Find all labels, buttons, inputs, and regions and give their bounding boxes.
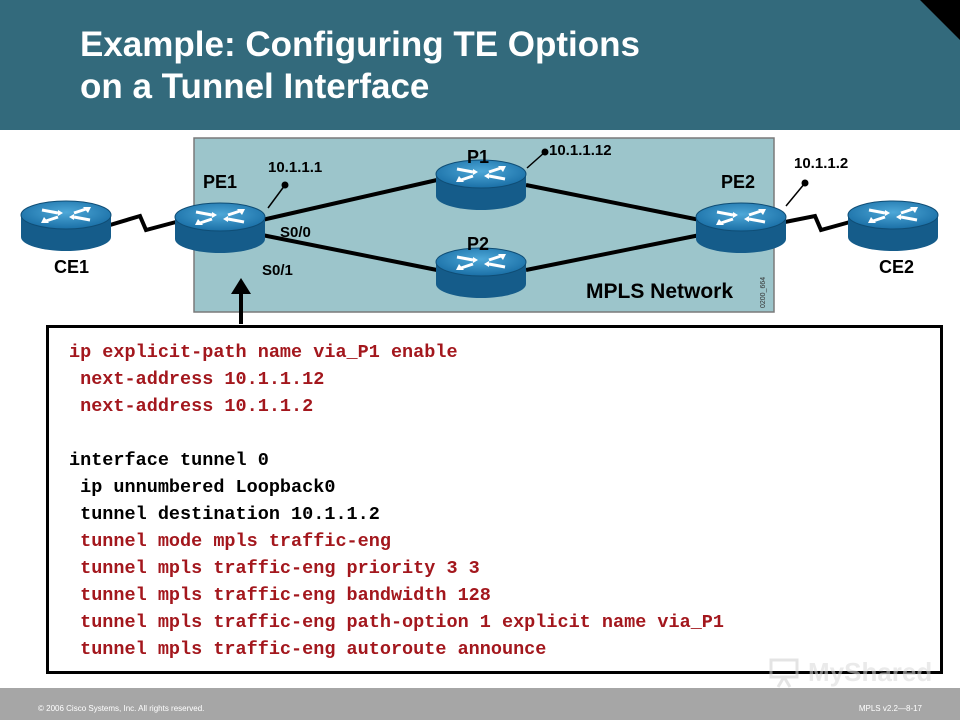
label-p1: P1 <box>467 147 489 167</box>
copyright-text: © 2006 Cisco Systems, Inc. All rights re… <box>38 704 205 713</box>
router-pe2-icon <box>694 201 788 255</box>
address-pe1: 10.1.1.1 <box>268 159 322 176</box>
corner-decoration <box>920 0 960 40</box>
interface-s00: S0/0 <box>280 224 311 241</box>
title-bar: Example: Configuring TE Options on a Tun… <box>0 0 960 130</box>
link-pe1-p2 <box>261 233 438 272</box>
pointer-dot-p1 <box>541 148 549 156</box>
interface-s01: S0/1 <box>262 262 293 279</box>
config-line: tunnel mpls traffic-eng priority 3 3 <box>69 558 480 579</box>
link-ce1-pe1 <box>109 213 177 233</box>
link-p2-pe2 <box>525 233 701 272</box>
config-arrow-head <box>231 278 251 294</box>
footer-bar: © 2006 Cisco Systems, Inc. All rights re… <box>0 688 960 720</box>
address-p1: 10.1.1.12 <box>549 142 612 159</box>
label-pe2: PE2 <box>721 172 755 192</box>
config-line: tunnel mode mpls traffic-eng <box>69 531 391 552</box>
config-line: next-address 10.1.1.12 <box>69 369 325 390</box>
watermark-text: MyShared <box>808 657 933 687</box>
slide-title-line2: on a Tunnel Interface <box>80 67 430 106</box>
label-ce2: CE2 <box>879 257 914 277</box>
router-p1-icon <box>434 158 528 212</box>
course-code: MPLS v2.2—8-17 <box>858 704 922 713</box>
pointer-dot-pe1 <box>281 181 289 189</box>
config-code-box: ip explicit-path name via_P1 enable next… <box>46 325 943 674</box>
config-line: ip unnumbered Loopback0 <box>69 477 336 498</box>
link-p1-pe2 <box>525 183 701 222</box>
config-line: next-address 10.1.1.2 <box>69 396 314 417</box>
slide-title: Example: Configuring TE Options on a Tun… <box>80 24 640 108</box>
router-ce2-icon <box>846 199 940 253</box>
config-line: tunnel destination 10.1.1.2 <box>69 504 380 525</box>
mpls-network-label: MPLS Network <box>586 280 733 303</box>
network-diagram: CE1 PE1 P1 P2 PE2 CE2 10.1.1.1 10.1.1.12… <box>19 137 940 324</box>
link-pe2-ce2 <box>784 213 851 233</box>
router-pe1-icon <box>173 201 267 255</box>
config-line: ip explicit-path name via_P1 enable <box>69 342 458 363</box>
label-p2: P2 <box>467 234 489 254</box>
label-pe1: PE1 <box>203 172 237 192</box>
pointer-pe1-address <box>267 184 286 209</box>
pointer-p1-address <box>526 151 546 169</box>
link-pe1-p1 <box>261 178 438 222</box>
address-pe2: 10.1.1.2 <box>794 155 848 172</box>
pointer-pe2-address <box>785 182 806 207</box>
config-line: tunnel mpls traffic-eng bandwidth 128 <box>69 585 491 606</box>
watermark: MyShared <box>768 655 932 691</box>
config-line: interface tunnel 0 <box>69 450 269 471</box>
pointer-dot-pe2 <box>801 179 809 187</box>
router-p2-icon <box>434 246 528 300</box>
label-ce1: CE1 <box>54 257 89 277</box>
router-ce1-icon <box>19 199 113 253</box>
config-line: tunnel mpls traffic-eng path-option 1 ex… <box>69 612 725 633</box>
figure-code: 0200_664 <box>760 277 767 308</box>
presentation-icon <box>769 658 799 688</box>
config-line: tunnel mpls traffic-eng autoroute announ… <box>69 639 547 660</box>
slide-title-line1: Example: Configuring TE Options <box>80 25 640 64</box>
